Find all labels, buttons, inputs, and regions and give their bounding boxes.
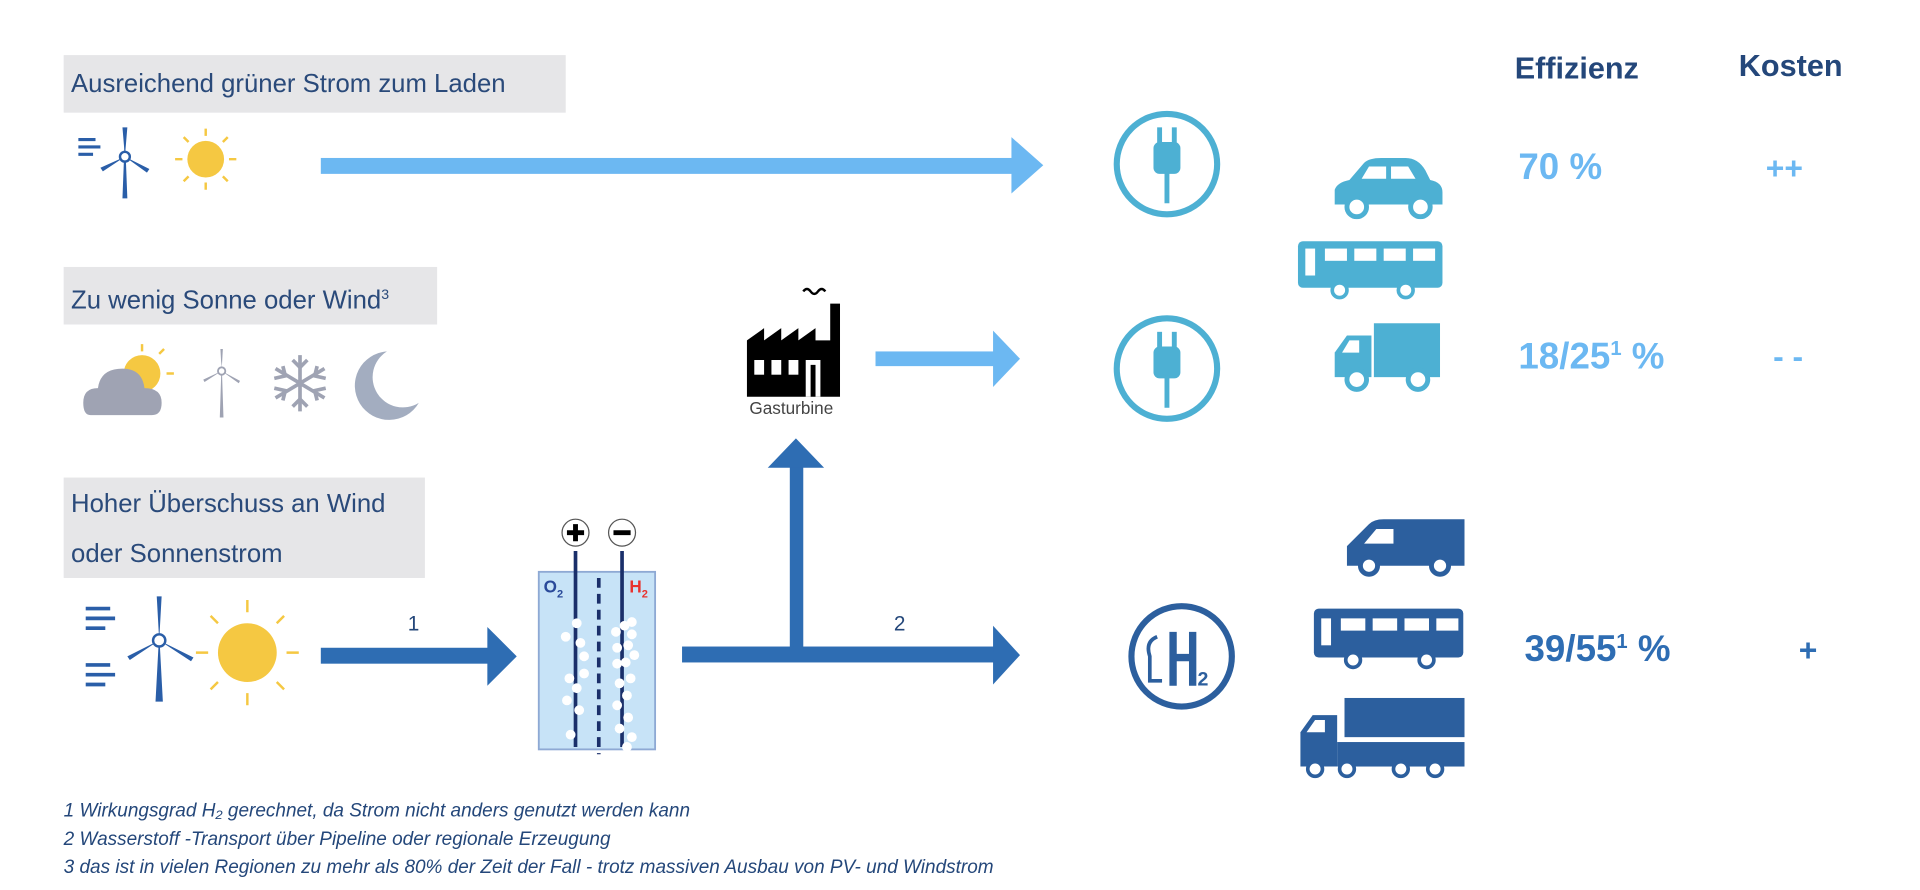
scenario-2-text: Zu wenig Sonne oder Wind: [71, 286, 382, 315]
wind-turbine-icon: [203, 348, 241, 418]
header-cost: Kosten: [1738, 48, 1843, 84]
van-icon: [1346, 519, 1465, 577]
wind-turbine-icon: [78, 127, 150, 199]
scenario-1-label: Ausreichend grüner Strom zum Laden: [63, 55, 566, 113]
footnote-2: 2 Wasserstoff -Transport über Pipeline o…: [63, 828, 611, 850]
header-efficiency: Effizienz: [1514, 51, 1639, 86]
sun-icon: [195, 600, 299, 706]
svg-text:2: 2: [1198, 669, 1209, 691]
cost-value-3: +: [1798, 631, 1818, 669]
car-icon: [1334, 157, 1443, 220]
scenario-3-line1: Hoher Überschuss an Wind: [71, 489, 386, 518]
arrow-gas-turbine-charging: [875, 330, 1021, 387]
factory-icon: [746, 287, 841, 397]
scenario-3-label: Hoher Überschuss an Wind oder Sonnenstrom: [63, 477, 425, 578]
arrow-label-1: 1: [407, 612, 420, 636]
hydrogen-station-icon: 2: [1128, 603, 1235, 710]
cloud-sun-icon: [83, 344, 174, 416]
footnote-ref: 1: [1610, 337, 1622, 361]
arrow-to-electrolyzer: [320, 626, 517, 686]
plug-icon: [1113, 315, 1221, 422]
moon-icon: [354, 351, 419, 420]
efficiency-value-2: 18/251 %: [1518, 337, 1664, 379]
efficiency-main: 18/25: [1518, 336, 1611, 378]
hydrogen-symbol: H: [629, 576, 642, 597]
oxygen-label: O2: [544, 577, 563, 600]
subscript: 2: [641, 587, 648, 600]
efficiency-unit: %: [1621, 336, 1665, 378]
snowflake-icon: [273, 355, 327, 412]
hydrogen-label: H2: [629, 577, 648, 600]
bus-icon: [1313, 608, 1464, 670]
footnote-3: 3 das ist in vielen Regionen zu mehr als…: [63, 857, 994, 878]
wind-turbine-icon: [85, 596, 194, 702]
factory-label: Gasturbine: [749, 397, 834, 418]
footnote-ref: 3: [381, 287, 390, 303]
scenario-3-line2: oder Sonnenstrom: [71, 540, 283, 569]
plug-icon: [1113, 110, 1221, 218]
scenario-2-label: Zu wenig Sonne oder Wind3: [63, 266, 438, 325]
efficiency-value-3: 39/551 %: [1525, 629, 1671, 671]
sun-icon: [175, 128, 237, 190]
cost-value-2: - -: [1773, 337, 1804, 375]
efficiency-main: 39/55: [1524, 629, 1617, 670]
oxygen-symbol: O: [543, 576, 558, 597]
subscript: 2: [557, 587, 564, 600]
footnote-1: 1 Wirkungsgrad H₂ gerechnet, da Strom ni…: [63, 800, 691, 822]
arrow-direct-charging: [320, 137, 1044, 194]
arrow-hydrogen-distribution: [682, 438, 1021, 685]
efficiency-value-1: 70 %: [1518, 146, 1603, 188]
footnote-ref: 1: [1616, 630, 1628, 653]
efficiency-unit: %: [1627, 629, 1671, 670]
cost-value-1: ++: [1765, 149, 1803, 187]
electrolyzer-icon: [537, 518, 657, 762]
truck-trailer-icon: [1300, 697, 1465, 779]
bus-icon: [1297, 241, 1443, 300]
arrow-label-2: 2: [893, 612, 906, 636]
truck-icon: [1334, 323, 1441, 392]
